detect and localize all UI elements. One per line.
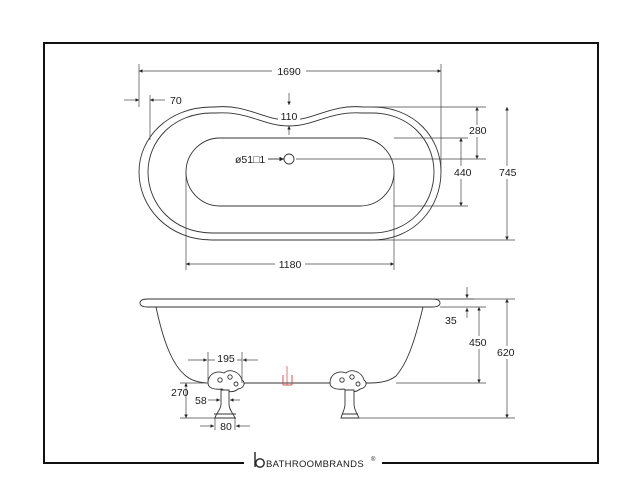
- dim-waste-offset-label: 110: [281, 111, 298, 123]
- tub-rim-outline: [147, 112, 435, 234]
- claw-foot-left: [207, 370, 245, 419]
- b-logo-icon: [254, 452, 265, 468]
- top-view: [138, 106, 442, 241]
- dim-foot-spacing-label: 195: [217, 353, 235, 365]
- dim-overall-width-label: 745: [499, 167, 517, 179]
- tub-side-rim: [139, 298, 441, 308]
- dim-rim-thickness-label: 35: [445, 315, 457, 327]
- dim-foot-base-label: 80: [220, 421, 232, 433]
- dim-length-label: 1690: [277, 66, 301, 78]
- brand-trademark: ®: [371, 456, 376, 463]
- waste-size-label: ø51□1: [235, 154, 265, 166]
- dim-overall-height-label: 620: [497, 347, 515, 359]
- tub-side-body: [155, 306, 424, 384]
- drawing-frame: [43, 42, 599, 464]
- dim-waste-to-side-label: 280: [469, 125, 487, 137]
- brand-name: BATHROOMBRANDS: [266, 459, 364, 470]
- dim-end-offset-label: 70: [170, 95, 182, 107]
- dim-foot-height-label: 270: [171, 387, 189, 399]
- claw-foot-right: [329, 370, 367, 419]
- side-view: [139, 298, 441, 386]
- dim-inner-depth-label: 450: [469, 337, 487, 349]
- dim-foot-width-label: 58: [195, 395, 207, 407]
- dim-inner-length-label: 1180: [279, 259, 302, 271]
- tub-outer-outline: [138, 106, 442, 241]
- waste-outlet: [283, 153, 295, 165]
- dim-inner-width-label: 440: [454, 167, 472, 179]
- brand-logo: BATHROOMBRANDS ®: [254, 452, 376, 470]
- tub-inner-bowl: [185, 137, 395, 207]
